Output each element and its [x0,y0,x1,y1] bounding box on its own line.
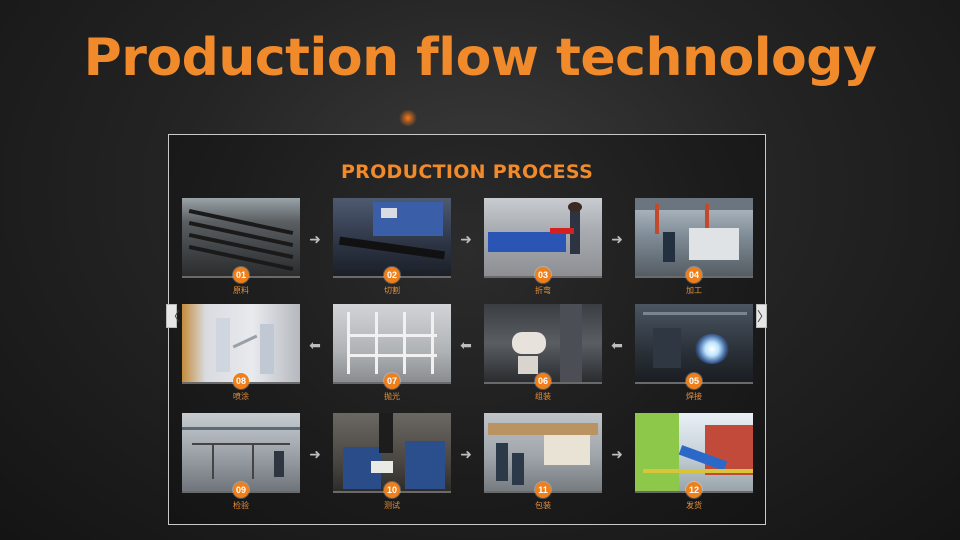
arrow-left-icon: ⬅ [607,338,627,352]
step-number-badge: 03 [535,267,551,283]
prev-slide-button[interactable]: 〈 [166,304,177,328]
step-photo-polishing [333,304,451,384]
step-photo-spraying [182,304,300,384]
step-number-badge: 07 [384,373,400,389]
process-step-04[interactable]: 04 加工 [635,198,753,294]
process-step-08[interactable]: 08 喷涂 [182,304,300,400]
step-photo-machining [635,198,753,278]
step-number-badge: 06 [535,373,551,389]
step-label: 折弯 [484,285,602,296]
step-label: 原料 [182,285,300,296]
step-label: 发货 [635,500,753,511]
step-number-badge: 08 [233,373,249,389]
arrow-right-icon: ➜ [456,232,476,246]
decorative-glow [398,110,418,126]
step-number-badge: 10 [384,482,400,498]
next-slide-button[interactable]: 〉 [756,304,767,328]
step-number-badge: 12 [686,482,702,498]
step-label: 组装 [484,391,602,402]
step-label: 喷涂 [182,391,300,402]
panel-title: PRODUCTION PROCESS [169,161,765,183]
step-label: 焊接 [635,391,753,402]
step-number-badge: 11 [535,482,551,498]
process-step-02[interactable]: 02 切割 [333,198,451,294]
arrow-right-icon: ➜ [607,232,627,246]
step-photo-bending [484,198,602,278]
step-photo-packing [484,413,602,493]
page-title: Production flow technology [0,28,960,88]
arrow-right-icon: ➜ [456,447,476,461]
step-photo-raw-material [182,198,300,278]
step-photo-shipping [635,413,753,493]
arrow-right-icon: ➜ [607,447,627,461]
arrow-left-icon: ⬅ [456,338,476,352]
step-photo-assembly [484,304,602,384]
process-step-11[interactable]: 11 包装 [484,413,602,509]
step-label: 检验 [182,500,300,511]
step-photo-welding [635,304,753,384]
step-label: 抛光 [333,391,451,402]
process-step-01[interactable]: 01 原料 [182,198,300,294]
process-step-10[interactable]: 10 测试 [333,413,451,509]
process-step-07[interactable]: 07 抛光 [333,304,451,400]
arrow-left-icon: ⬅ [305,338,325,352]
process-step-03[interactable]: 03 折弯 [484,198,602,294]
arrow-right-icon: ➜ [305,232,325,246]
step-label: 切割 [333,285,451,296]
step-number-badge: 09 [233,482,249,498]
process-step-12[interactable]: 12 发货 [635,413,753,509]
step-photo-cutting [333,198,451,278]
step-number-badge: 04 [686,267,702,283]
step-photo-inspection [182,413,300,493]
arrow-right-icon: ➜ [305,447,325,461]
step-number-badge: 05 [686,373,702,389]
step-photo-testing [333,413,451,493]
step-label: 测试 [333,500,451,511]
step-number-badge: 01 [233,267,249,283]
step-number-badge: 02 [384,267,400,283]
production-process-panel: PRODUCTION PROCESS 01 原料 ➜ 02 切割 ➜ [168,134,766,525]
step-label: 加工 [635,285,753,296]
step-label: 包装 [484,500,602,511]
process-step-06[interactable]: 06 组装 [484,304,602,400]
process-step-05[interactable]: 05 焊接 [635,304,753,400]
process-step-09[interactable]: 09 检验 [182,413,300,509]
